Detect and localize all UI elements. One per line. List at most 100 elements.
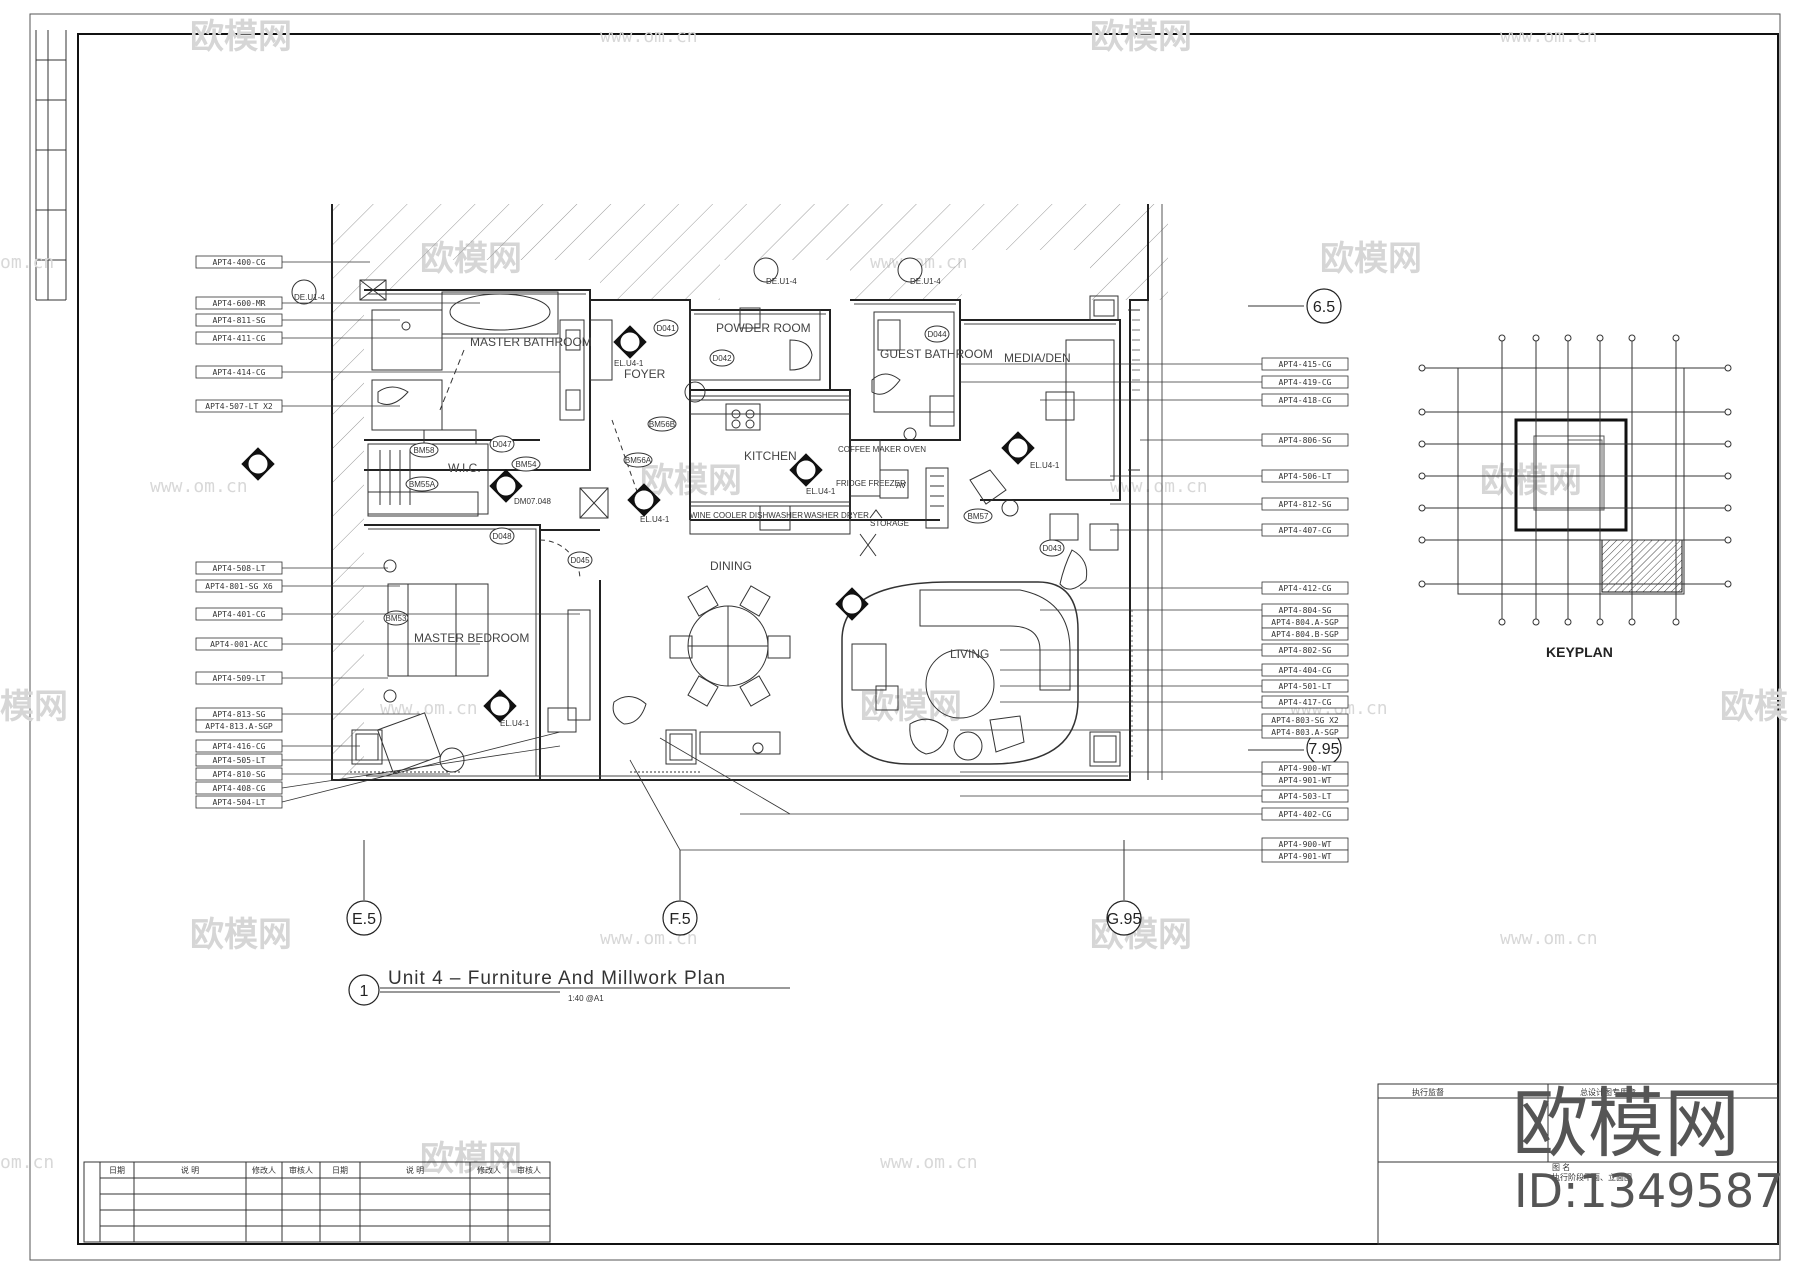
tag-box-left <box>195 767 283 781</box>
grid-7-95: 7.95 <box>1308 741 1339 758</box>
tag-box-left <box>195 296 283 310</box>
svg-text:欧模: 欧模 <box>1720 687 1788 727</box>
tag-box-left <box>195 331 283 345</box>
tag-box-right <box>1261 581 1349 595</box>
rev-col-date2: 日期 <box>332 1166 348 1175</box>
tag-box-left <box>195 739 283 753</box>
tag-label-right: APT4-503-LT <box>1279 792 1332 801</box>
tag-label-left: APT4-001-ACC <box>210 640 268 649</box>
tag-box-right <box>1261 849 1349 863</box>
tag-label-right: APT4-412-CG <box>1279 584 1332 593</box>
bedroom-armchair <box>377 712 441 774</box>
living-sofa <box>919 589 1071 691</box>
elevation-tag: EL.U4-1 <box>806 487 836 496</box>
brand-logo: 欧模网 <box>1512 1079 1740 1168</box>
tag-label-right: APT4-402-CG <box>1279 810 1332 819</box>
elevation-tag: EL.U4-1 <box>640 515 670 524</box>
door-tag: D045 <box>570 556 590 565</box>
tb-head-2: 总设计图专用章 <box>1580 1087 1636 1097</box>
svg-text:www.om.cn: www.om.cn <box>880 1152 978 1173</box>
door-tag: D048 <box>492 532 512 541</box>
tag-box-left <box>195 607 283 621</box>
keyplan <box>1418 334 1732 626</box>
tag-label-right: APT4-407-CG <box>1279 526 1332 535</box>
svg-text:欧模网: 欧模网 <box>1480 461 1582 501</box>
room-kitchen: KITCHEN <box>744 449 797 463</box>
tag-label-right: APT4-418-CG <box>1279 396 1332 405</box>
tag-label-right: APT4-812-SG <box>1279 500 1332 509</box>
coffee-maker-label: COFFEE MAKER OVEN <box>838 445 926 454</box>
svg-text:欧模网: 欧模网 <box>860 687 962 727</box>
elevation-tag: EL.U4-1 <box>500 719 530 728</box>
elevation-tag: EL.U4-1 <box>614 359 644 368</box>
elevation-markers <box>241 325 1035 723</box>
tag-box-left <box>195 753 283 767</box>
tag-box-right <box>1261 393 1349 407</box>
tag-box-left <box>195 671 283 685</box>
tag-label-right: APT4-900-WT <box>1279 840 1332 849</box>
bathtub <box>449 293 551 331</box>
svg-text:欧模网: 欧模网 <box>1320 239 1422 279</box>
svg-text:模网: 模网 <box>0 687 68 727</box>
room-media-den: MEDIA/DEN <box>1004 351 1071 365</box>
room-guest-bathroom: GUEST BATHROOM <box>880 347 993 361</box>
tag-label-left: APT4-508-LT <box>213 564 266 573</box>
rev-col-date: 日期 <box>109 1166 125 1175</box>
tag-label-left: APT4-504-LT <box>213 798 266 807</box>
bm56a-label: BM56A <box>625 456 652 465</box>
grid-e5: E.5 <box>352 911 376 928</box>
svg-text:www.om.cn: www.om.cn <box>150 476 248 497</box>
tag-box-right <box>1261 807 1349 821</box>
svg-text:www.om.cn: www.om.cn <box>380 698 478 719</box>
room-master-bathroom: MASTER BATHROOM <box>470 335 592 349</box>
room-powder: POWDER ROOM <box>716 321 811 335</box>
tag-label-right: APT4-415-CG <box>1279 360 1332 369</box>
tag-label-right: APT4-804-SG <box>1279 606 1332 615</box>
svg-text:www.om.cn: www.om.cn <box>1500 26 1598 47</box>
room-storage: STORAGE <box>870 519 909 528</box>
drawing-scale: 1:40 @A1 <box>568 994 604 1003</box>
tag-label-right: APT4-804.A-SGP <box>1271 618 1339 627</box>
rev-col-editor2: 修改人 <box>477 1165 501 1175</box>
tag-label-left: APT4-505-LT <box>213 756 266 765</box>
tag-label-right: APT4-419-CG <box>1279 378 1332 387</box>
elevation-tag: EL.U4-1 <box>1030 461 1060 470</box>
bm57-label: BM57 <box>968 512 989 521</box>
tag-label-left: APT4-408-CG <box>213 784 266 793</box>
room-foyer: FOYER <box>624 367 666 381</box>
view-number: 1 <box>360 983 369 1000</box>
wine-cooler-label: WINE COOLER DISHWASHER <box>690 511 803 520</box>
door-tag: D047 <box>492 440 512 449</box>
tag-box-right <box>1261 679 1349 693</box>
svg-text:欧模网: 欧模网 <box>190 915 292 955</box>
tb-head-1: 执行监督 <box>1412 1087 1444 1097</box>
rev-col-desc: 说 明 <box>181 1165 199 1175</box>
tag-box-right <box>1261 725 1349 739</box>
tag-label-right: APT4-417-CG <box>1279 698 1332 707</box>
title-bubble <box>348 974 380 1006</box>
bm55a-label: BM55A <box>409 480 436 489</box>
living-rug <box>841 581 1079 765</box>
elevation-tag: DE.U1-4 <box>910 277 941 286</box>
tag-label-left: APT4-507-LT X2 <box>205 402 273 411</box>
rev-col-checker: 审核人 <box>289 1165 313 1175</box>
structure-hatch <box>332 204 1168 780</box>
svg-text:欧模网: 欧模网 <box>1090 17 1192 57</box>
room-wic: W.I.C. <box>448 461 481 475</box>
tag-box-left <box>195 365 283 379</box>
media-sofa <box>1065 339 1115 481</box>
tag-label-right: APT4-900-WT <box>1279 764 1332 773</box>
elevation-tag: DE.U1-4 <box>766 277 797 286</box>
tag-label-left: APT4-813-SG <box>213 710 266 719</box>
tag-label-left: APT4-401-CG <box>213 610 266 619</box>
vanity <box>559 319 585 421</box>
tag-label-left: APT4-813.A-SGP <box>205 722 273 731</box>
tag-box-right <box>1261 433 1349 447</box>
grid-bubbles <box>346 288 1342 936</box>
tag-box-left <box>195 795 283 809</box>
tag-box-right <box>1261 627 1349 641</box>
door-tag: D044 <box>927 330 947 339</box>
svg-text:om.cn: om.cn <box>0 252 54 273</box>
av-label: AV <box>896 481 907 490</box>
